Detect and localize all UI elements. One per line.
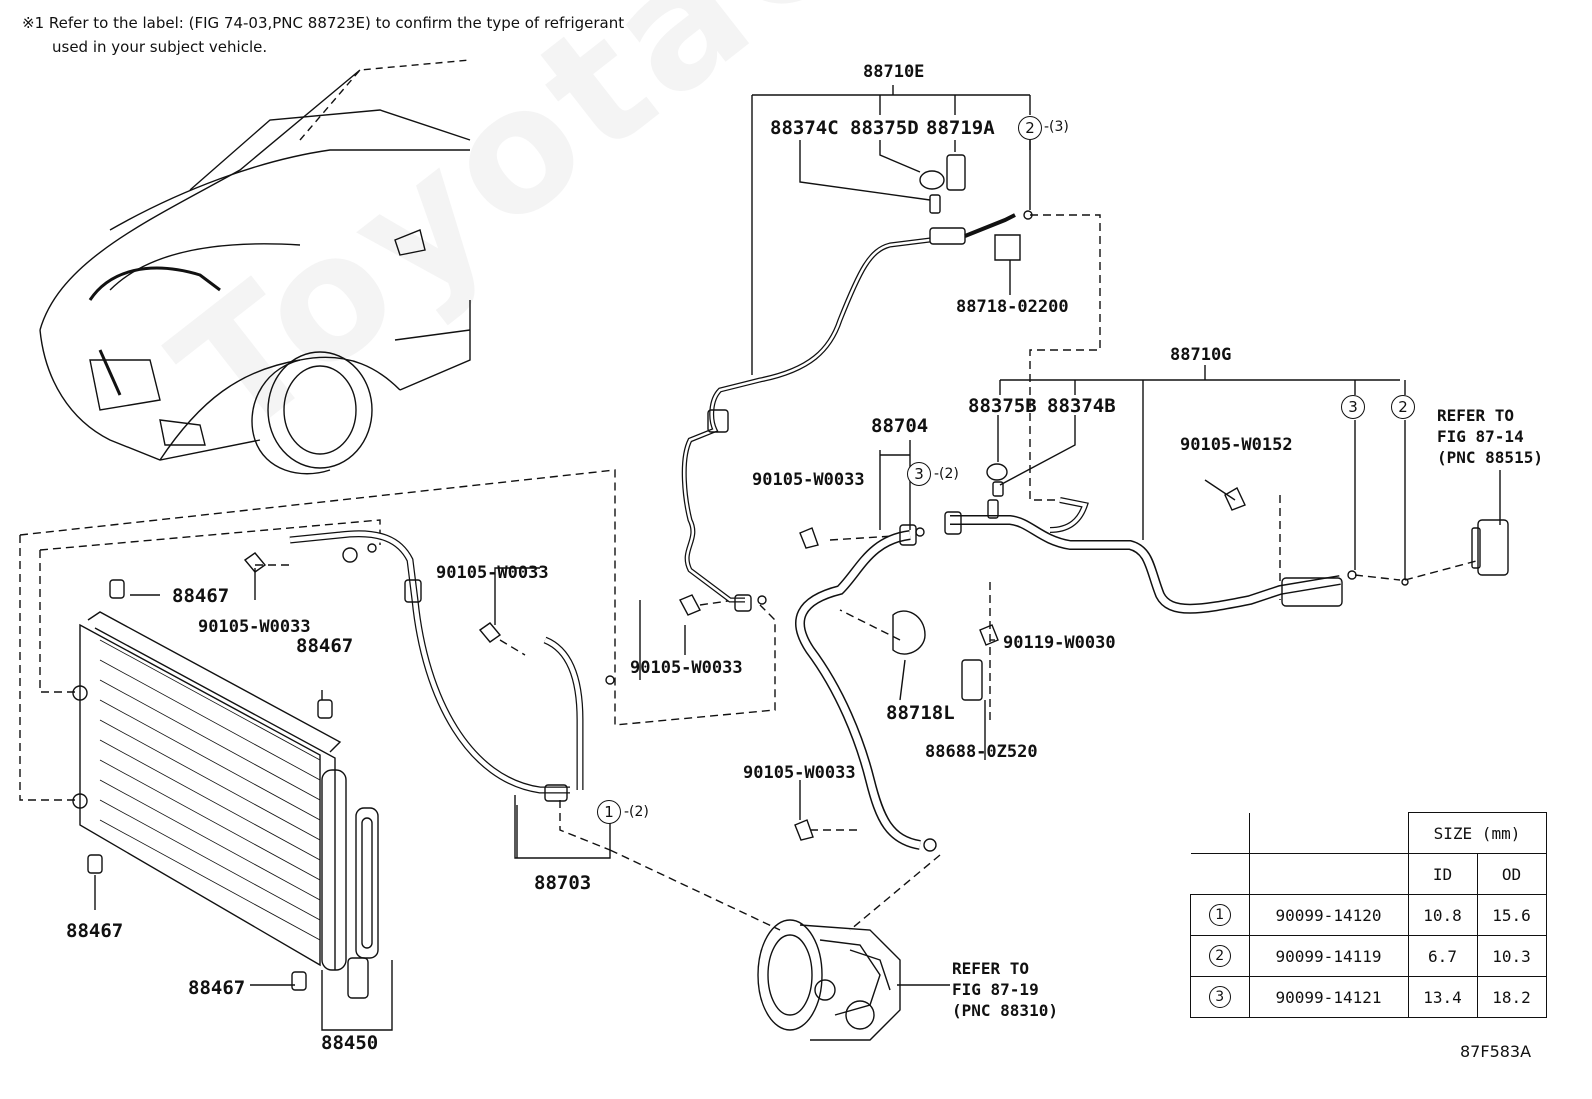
refrigerant-note-cont: used in your subject vehicle. bbox=[52, 38, 268, 56]
vehicle-illustration bbox=[39, 59, 471, 475]
part-label-90105-W0033-e: 90105-W0033 bbox=[743, 763, 856, 783]
col-id-header: ID bbox=[1407, 853, 1478, 895]
part-label-88710E: 88710E bbox=[863, 62, 925, 82]
circle-ref-2-top: 2 bbox=[1018, 116, 1042, 140]
circle-ref-3-right: 3 bbox=[1341, 395, 1365, 419]
part-label-88704: 88704 bbox=[871, 415, 929, 437]
table-row: 1 90099-14120 10.8 15.6 bbox=[1190, 894, 1547, 936]
size-header: SIZE (mm) bbox=[1407, 812, 1547, 854]
part-label-88450: 88450 bbox=[321, 1032, 379, 1054]
row-id: 6.7 bbox=[1407, 935, 1478, 977]
row-ref-circle: 3 bbox=[1208, 986, 1231, 1008]
part-label-88710G: 88710G bbox=[1170, 345, 1232, 365]
row-part-number: 90099-14119 bbox=[1248, 935, 1409, 977]
refer-fig-87-14: REFER TO FIG 87-14 (PNC 88515) bbox=[1437, 406, 1543, 467]
part-label-90105-W0033-d: 90105-W0033 bbox=[630, 658, 743, 678]
table-row: 2 90099-14119 6.7 10.3 bbox=[1190, 935, 1547, 977]
row-part-number: 90099-14121 bbox=[1248, 976, 1409, 1018]
part-label-88718L: 88718L bbox=[886, 702, 955, 724]
part-label-88375B: 88375B bbox=[968, 395, 1037, 417]
hose-88704 bbox=[794, 524, 937, 852]
row-od: 10.3 bbox=[1476, 935, 1547, 977]
table-row: 3 90099-14121 13.4 18.2 bbox=[1190, 976, 1547, 1018]
refrigerant-note: ※1 Refer to the label: (FIG 74-03,PNC 88… bbox=[22, 14, 625, 32]
part-label-90105-W0033-a: 90105-W0033 bbox=[752, 470, 865, 490]
part-label-90105-W0033-c: 90105-W0033 bbox=[198, 617, 311, 637]
part-label-88467-b: 88467 bbox=[296, 635, 354, 657]
bracket-lines bbox=[94, 85, 1501, 1031]
circle-ref-2-right: 2 bbox=[1391, 395, 1415, 419]
row-id: 13.4 bbox=[1407, 976, 1478, 1018]
circle-ref-3-mid-sub: -(2) bbox=[934, 466, 959, 482]
hose-88703 bbox=[243, 530, 615, 859]
part-label-88718-02200: 88718-02200 bbox=[956, 297, 1069, 317]
circle-ref-2-top-sub: -(3) bbox=[1044, 119, 1069, 135]
part-label-90105-W0033-b: 90105-W0033 bbox=[436, 563, 549, 583]
circle-ref-1-low-sub: -(2) bbox=[624, 804, 649, 820]
row-od: 15.6 bbox=[1476, 894, 1547, 936]
row-id: 10.8 bbox=[1407, 894, 1478, 936]
compressor bbox=[757, 919, 901, 1041]
part-label-88467-a: 88467 bbox=[172, 585, 230, 607]
row-od: 18.2 bbox=[1476, 976, 1547, 1018]
pipe-88710G bbox=[944, 463, 1509, 701]
col-od-header: OD bbox=[1476, 853, 1547, 895]
circle-ref-1-low: 1 bbox=[597, 800, 621, 824]
part-label-88374B: 88374B bbox=[1047, 395, 1116, 417]
condenser-assembly bbox=[72, 579, 379, 999]
part-label-88467-c: 88467 bbox=[66, 920, 124, 942]
part-label-88703: 88703 bbox=[534, 872, 592, 894]
pipe-88710E bbox=[679, 154, 1033, 616]
row-ref-circle: 1 bbox=[1208, 904, 1231, 926]
refer-fig-87-19: REFER TO FIG 87-19 (PNC 88310) bbox=[952, 959, 1058, 1020]
part-label-88375D: 88375D bbox=[850, 117, 919, 139]
circle-ref-3-mid: 3 bbox=[907, 462, 931, 486]
figure-code: 87F583A bbox=[1460, 1042, 1532, 1061]
part-label-90105-W0152: 90105-W0152 bbox=[1180, 435, 1293, 455]
row-part-number: 90099-14120 bbox=[1248, 894, 1409, 936]
part-label-90119-W0030: 90119-W0030 bbox=[1003, 633, 1116, 653]
part-label-88467-d: 88467 bbox=[188, 977, 246, 999]
size-table: SIZE (mm) ID OD 1 90099-14120 10.8 15.6 … bbox=[1190, 812, 1547, 1018]
part-label-88719A: 88719A bbox=[926, 117, 995, 139]
part-label-88688-0Z520: 88688-0Z520 bbox=[925, 742, 1038, 762]
part-label-88374C: 88374C bbox=[770, 117, 839, 139]
row-ref-circle: 2 bbox=[1208, 945, 1231, 967]
